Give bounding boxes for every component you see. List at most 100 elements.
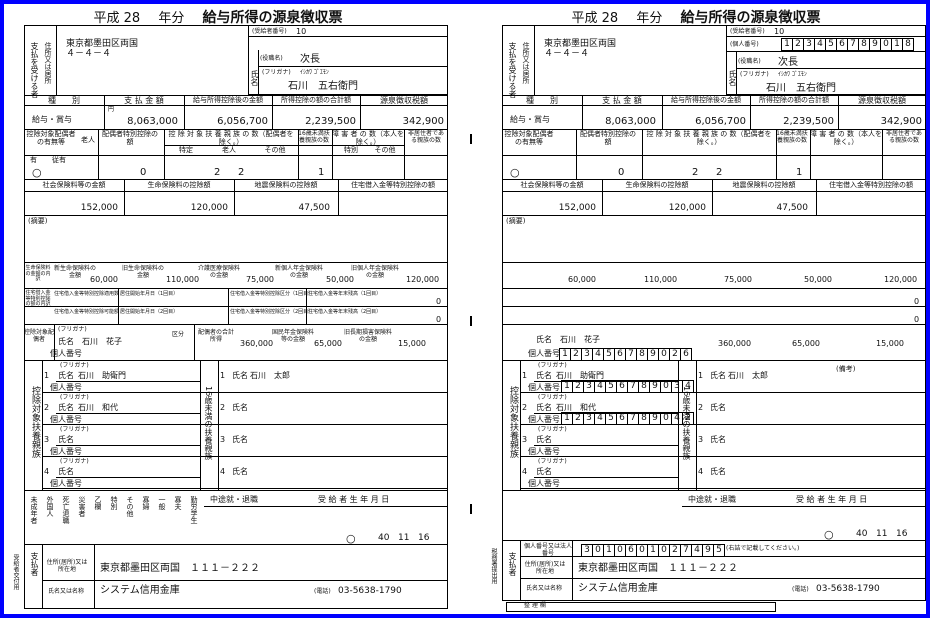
elder-count-right: 2 xyxy=(692,167,699,178)
mynumber-label-right: (個人番号) xyxy=(730,41,759,48)
dep-name: 石川 和代 xyxy=(78,403,118,412)
copy-side-label-right: 税務署提出用 xyxy=(490,548,497,584)
spouse-yes: 有 xyxy=(30,156,37,164)
under16-list-label: 16歳未満の扶養親族 xyxy=(204,386,213,461)
name-label-right: 氏名 xyxy=(728,70,737,86)
old-pension-value-right: 120,000 xyxy=(884,275,918,284)
care-value-right: 75,000 xyxy=(724,275,752,284)
birth-era-mark: ○ xyxy=(346,532,356,545)
document-sheet: 平成 28 年分 給与所得の源泉徴収票 支払を受ける者 住所又は居所 東京都墨田… xyxy=(4,4,926,614)
dep-furigana-label: (フリガナ) xyxy=(538,458,567,465)
bottom-b-label: 乙欄 xyxy=(94,496,102,510)
housing-label: 住宅借入金等特別控除の額の内訳 xyxy=(25,290,51,307)
dep-mynumber-label: 個人番号 xyxy=(50,383,82,392)
new-pension-value-right: 50,000 xyxy=(804,275,832,284)
housing-kind1: 住宅借入金等特別控除区分（1回目） xyxy=(230,291,314,297)
dep-mynumber-label: 個人番号 xyxy=(50,447,82,456)
year-suffix: 年分 xyxy=(158,11,185,26)
elder-count-2: 2 xyxy=(238,167,245,178)
spouse-section-label: 控除対象配偶者 xyxy=(24,329,55,343)
ins-social-value: 152,000 xyxy=(80,203,118,213)
pension-value: 65,000 xyxy=(314,339,342,348)
housing-start1: 居住開始年月日（1回目） xyxy=(120,291,179,297)
spouse-name-label: 氏名 xyxy=(58,337,74,346)
pension-label: 国民年金保険料等の金額 xyxy=(271,329,314,343)
bottom-student-label: 勤労学生 xyxy=(190,496,198,524)
payer-name: システム信用金庫 xyxy=(100,585,180,596)
special-spouse-header-right: 配偶者特別控除の額 xyxy=(580,130,636,146)
dep-furigana-label: (フリガナ) xyxy=(60,394,89,401)
dep-row-number: 2 xyxy=(44,403,50,412)
form-title: 平成 28 年分 給与所得の源泉徴収票 xyxy=(8,7,428,27)
payer-address-label-right: 住所(居所)又は所在地 xyxy=(524,561,566,575)
spouse-mark: ○ xyxy=(32,166,42,179)
dep-name-label: 氏名 xyxy=(536,467,552,476)
dep-row-number: 2 xyxy=(522,403,528,412)
payer-name-label-right: 氏名又は名称 xyxy=(526,585,563,592)
bottom-widower-label: 寡夫 xyxy=(174,496,182,510)
ins-social-value-right: 152,000 xyxy=(558,203,596,213)
under16-name-label: 氏名 xyxy=(710,403,726,412)
under16-row-number: 1 xyxy=(220,371,226,380)
housing-zero-1: 0 xyxy=(436,297,442,306)
col-after-deduction-right: 給与所得控除後の金額 xyxy=(671,96,741,104)
position-label: (役職名) xyxy=(260,55,283,62)
under16-name-label: 氏名 xyxy=(232,403,248,412)
year: 28 xyxy=(123,11,141,26)
old-insurance-value-right: 15,000 xyxy=(876,339,904,348)
dep-name: 石川 和代 xyxy=(556,403,596,412)
payer-address-right: 東京都墨田区両国 １１１－２２２ xyxy=(578,563,738,574)
furigana-right: ｲｼｶﾜ ｺﾞｴﾓﾝ xyxy=(778,71,807,78)
recipient-no: 10 xyxy=(296,27,307,36)
type-value: 給与・賞与 xyxy=(32,115,72,124)
spouse-header-right: 控除対象配偶者の有無等 xyxy=(504,130,554,146)
under16-row-number: 4 xyxy=(220,467,226,476)
col-tax: 源泉徴収税額 xyxy=(380,96,428,105)
recipient-name: 石川 五右衛門 xyxy=(288,81,358,92)
position: 次長 xyxy=(300,54,320,65)
under16-name: 石川 太郎 xyxy=(728,371,768,380)
ins-housing-header-right: 住宅借入金等特別控除の額 xyxy=(829,181,913,189)
dep-name-label: 氏名 xyxy=(58,467,74,476)
furigana-label-right: (フリガナ) xyxy=(740,71,769,78)
col-payment: 支 払 金 額 xyxy=(124,96,164,105)
dep-mynumber-label: 個人番号 xyxy=(528,383,560,392)
old-life-value-right: 110,000 xyxy=(644,275,678,284)
bottom-disaster-label: 災害者 xyxy=(78,496,86,517)
dep-name-label: 氏名 xyxy=(58,435,74,444)
fold-mark xyxy=(470,134,472,144)
under16-count-right: 1 xyxy=(796,167,803,178)
form-title-right: 平成 28 年分 給与所得の源泉徴収票 xyxy=(486,7,906,27)
dep-list-label-right: 控除対象扶養親族 xyxy=(508,386,518,458)
special-spouse-amount-right: 0 xyxy=(618,167,625,178)
col-tax-right: 源泉徴収税額 xyxy=(858,96,906,105)
new-life-value-right: 60,000 xyxy=(568,275,596,284)
under16-name-label: 氏名 xyxy=(710,371,726,380)
title-text: 給与所得の源泉徴収票 xyxy=(202,10,343,26)
ins-life-header-right: 生命保険料の控除額 xyxy=(625,181,689,189)
payee-label: 支払を受ける者 xyxy=(30,42,39,98)
position-label-right: (役職名) xyxy=(738,58,761,65)
ins-quake-value-right: 47,500 xyxy=(776,203,809,213)
payee-address-line1: 東京都墨田区両国 xyxy=(66,39,139,49)
dep-mynumber-label: 個人番号 xyxy=(528,447,560,456)
furigana-label: (フリガナ) xyxy=(262,69,291,76)
dep-list-label: 控除対象扶養親族 xyxy=(30,386,40,458)
old-life-label: 旧生命保険料の金額 xyxy=(121,265,164,279)
furigana: ｲｼｶﾜ ｺﾞｴﾓﾝ xyxy=(300,69,329,76)
care-value: 75,000 xyxy=(246,275,274,284)
ins-life-header: 生命保険料の控除額 xyxy=(147,181,211,189)
birth-month-right: 11 xyxy=(876,529,888,539)
dep-header: 控 除 対 象 扶 養 親 族 の 数（配偶者を除く。） xyxy=(168,130,294,146)
under16-row-number: 2 xyxy=(698,403,704,412)
under16-name-label: 氏名 xyxy=(232,435,248,444)
era-right: 平成 xyxy=(571,11,598,26)
ins-life-value: 120,000 xyxy=(190,203,228,213)
ins-quake-value: 47,500 xyxy=(298,203,331,213)
ins-quake-header: 地震保険料の控除額 xyxy=(254,181,318,189)
birth-era-mark-right: ○ xyxy=(824,528,834,541)
dep-header-right: 控 除 対 象 扶 養 親 族 の 数（配偶者を除く。） xyxy=(646,130,772,146)
under16-row-number: 3 xyxy=(220,435,226,444)
payer-tel-right: 03-5638-1790 xyxy=(816,584,880,594)
